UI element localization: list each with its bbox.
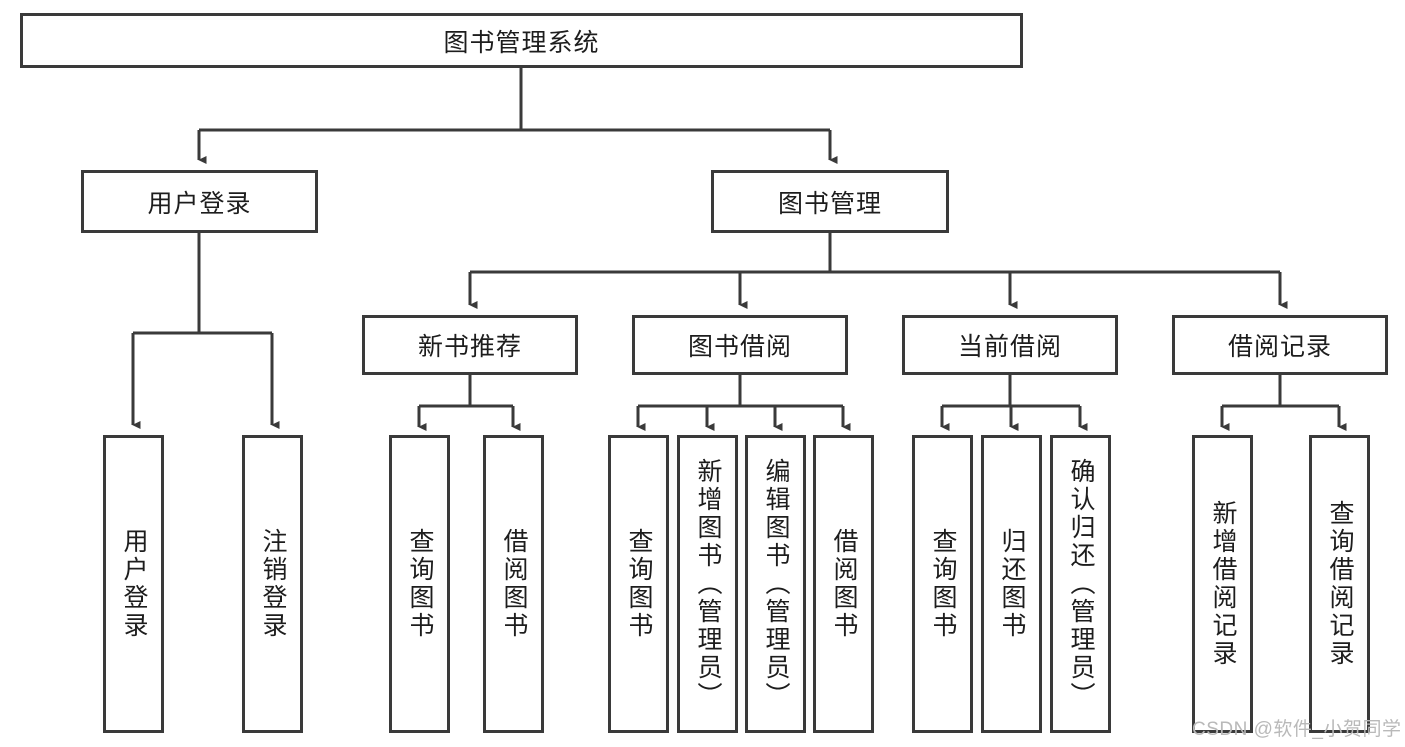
- node-leaf-query-book-recommend[interactable]: 查询图书: [389, 435, 450, 733]
- node-book-management-label: 图书管理: [777, 189, 882, 218]
- node-user-login-label: 用户登录: [147, 189, 252, 218]
- node-leaf-add-borrow-record[interactable]: 新增借阅记录: [1192, 435, 1253, 733]
- node-root-book-management-system[interactable]: 图书管理系统: [20, 13, 1023, 68]
- node-leaf-borrow-book-recommend-label: 借阅图书: [500, 528, 528, 640]
- node-leaf-edit-book-admin-label: 编辑图书（管理员）: [762, 458, 790, 710]
- csdn-watermark: CSDN @软件_小贺同学: [1192, 719, 1402, 740]
- node-leaf-add-borrow-record-label: 新增借阅记录: [1209, 500, 1237, 668]
- node-leaf-user-login-label: 用户登录: [120, 528, 148, 640]
- node-root-label: 图书管理系统: [443, 28, 600, 57]
- node-leaf-borrow-book[interactable]: 借阅图书: [813, 435, 874, 733]
- node-new-book-recommend[interactable]: 新书推荐: [362, 315, 578, 375]
- node-leaf-confirm-return-admin[interactable]: 确认归还（管理员）: [1050, 435, 1111, 733]
- node-book-management[interactable]: 图书管理: [711, 170, 949, 233]
- node-new-book-recommend-label: 新书推荐: [417, 333, 522, 361]
- node-leaf-logout[interactable]: 注销登录: [242, 435, 303, 733]
- node-book-borrow-label: 图书借阅: [687, 333, 792, 361]
- node-book-borrow[interactable]: 图书借阅: [632, 315, 848, 375]
- node-leaf-logout-label: 注销登录: [259, 528, 287, 640]
- node-leaf-query-book-recommend-label: 查询图书: [406, 528, 434, 640]
- node-leaf-query-borrow-record[interactable]: 查询借阅记录: [1309, 435, 1370, 733]
- node-leaf-return-book[interactable]: 归还图书: [981, 435, 1042, 733]
- node-leaf-query-book-borrow[interactable]: 查询图书: [608, 435, 669, 733]
- node-leaf-query-book-borrow-label: 查询图书: [625, 528, 653, 640]
- node-leaf-edit-book-admin[interactable]: 编辑图书（管理员）: [745, 435, 806, 733]
- node-leaf-query-book-current-label: 查询图书: [929, 528, 957, 640]
- node-current-borrow-label: 当前借阅: [957, 333, 1062, 361]
- node-borrow-record-label: 借阅记录: [1227, 333, 1332, 361]
- node-leaf-borrow-book-recommend[interactable]: 借阅图书: [483, 435, 544, 733]
- node-leaf-add-book-admin[interactable]: 新增图书（管理员）: [677, 435, 738, 733]
- node-borrow-record[interactable]: 借阅记录: [1172, 315, 1388, 375]
- node-user-login[interactable]: 用户登录: [81, 170, 318, 233]
- node-leaf-confirm-return-admin-label: 确认归还（管理员）: [1067, 458, 1095, 710]
- node-leaf-user-login[interactable]: 用户登录: [103, 435, 164, 733]
- node-leaf-borrow-book-label: 借阅图书: [830, 528, 858, 640]
- node-leaf-query-book-current[interactable]: 查询图书: [912, 435, 973, 733]
- node-leaf-query-borrow-record-label: 查询借阅记录: [1326, 500, 1354, 668]
- node-current-borrow[interactable]: 当前借阅: [902, 315, 1118, 375]
- node-leaf-add-book-admin-label: 新增图书（管理员）: [694, 458, 722, 710]
- node-leaf-return-book-label: 归还图书: [998, 528, 1026, 640]
